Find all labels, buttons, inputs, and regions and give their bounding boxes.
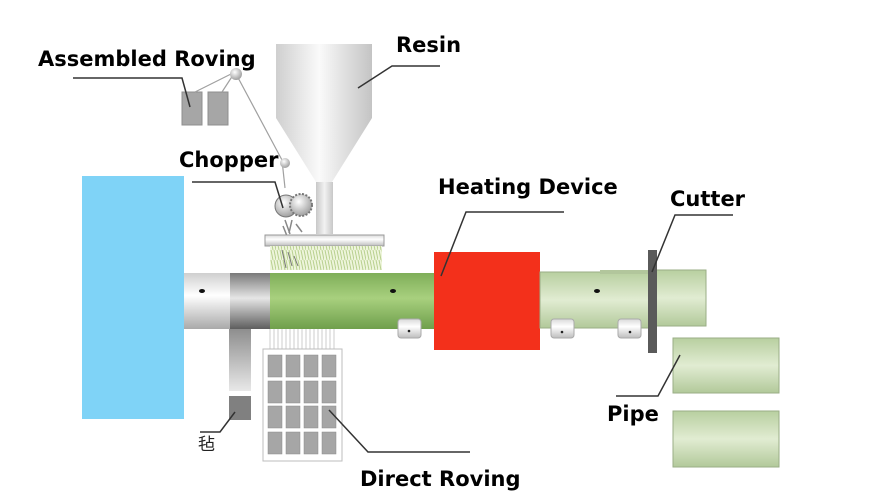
- label-chopper: Chopper: [179, 148, 279, 172]
- guide-pulley: [280, 158, 290, 168]
- label-heating-device: Heating Device: [438, 175, 618, 199]
- label-assembled-roving: Assembled Roving: [38, 47, 256, 71]
- leader-chopper: [192, 181, 284, 209]
- resin-distribution-bar: [264, 234, 385, 247]
- chopped-fibers: [281, 249, 299, 269]
- leader-heating-device: [440, 211, 564, 277]
- mandrel-silver: [184, 273, 230, 329]
- leader-mat: [200, 411, 236, 433]
- chopper: [274, 193, 313, 237]
- assembled-roving-creel: [181, 91, 229, 126]
- exiting-pipe: [652, 269, 707, 327]
- label-resin: Resin: [396, 33, 461, 57]
- mandrel-marker: [199, 289, 205, 293]
- pipe-marker: [594, 289, 600, 293]
- machine-body: [82, 176, 184, 419]
- label-mat: 毡: [198, 435, 215, 455]
- label-cutter: Cutter: [670, 187, 746, 211]
- direct-roving-threads: [269, 329, 335, 350]
- finished-pipe: [672, 410, 780, 468]
- direct-roving-creel: [262, 348, 343, 462]
- mandrel-marker: [390, 289, 396, 293]
- leader-pipe: [616, 354, 681, 397]
- cured-pipe-tip: [600, 270, 650, 274]
- label-pipe: Pipe: [607, 402, 659, 426]
- support-block: [397, 318, 422, 339]
- resin-hopper: [276, 44, 372, 234]
- support-block: [550, 318, 575, 339]
- mandrel-dark: [230, 273, 270, 329]
- leader-cutter: [651, 214, 733, 273]
- finished-pipe: [672, 337, 780, 394]
- leader-resin: [357, 65, 440, 89]
- chopped-fiber-layer: [270, 246, 382, 270]
- roving-thread: [194, 71, 286, 189]
- support-block: [617, 318, 642, 339]
- mat-roll: [229, 396, 251, 420]
- leader-direct-roving: [328, 409, 470, 453]
- cutter: [648, 250, 657, 353]
- guide-pulley: [230, 68, 242, 80]
- heating-device: [434, 252, 540, 350]
- mat-feed-strip: [229, 329, 251, 391]
- leader-assembled-roving: [73, 77, 191, 108]
- label-direct-roving: Direct Roving: [360, 467, 521, 491]
